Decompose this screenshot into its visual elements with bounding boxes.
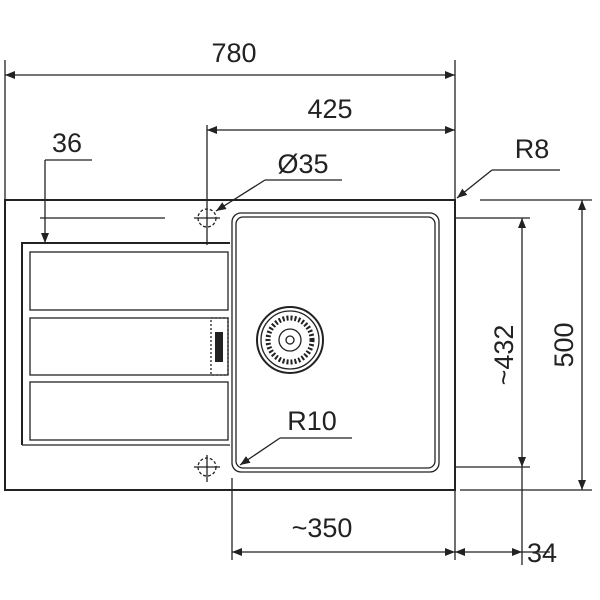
drainer-ribs <box>21 242 230 446</box>
dim-rim-margin: 34 <box>527 538 557 568</box>
sink-outline <box>4 199 456 491</box>
overflow <box>210 317 229 376</box>
dim-drainer-offset: 36 <box>52 128 82 158</box>
dim-bowl-width: ~350 <box>292 513 353 543</box>
tap-hole-marks <box>194 125 220 482</box>
dim-bowl-offset: 425 <box>307 94 352 124</box>
dim-tap-hole: Ø35 <box>277 149 328 179</box>
dim-bowl-radius: R10 <box>287 406 337 436</box>
dim-overall-depth: 500 <box>549 322 579 367</box>
dim-overall-width: 780 <box>211 38 256 68</box>
dim-bowl-depth: ~432 <box>489 325 519 386</box>
drain-strainer <box>256 306 324 374</box>
dim-outer-radius: R8 <box>515 134 550 164</box>
